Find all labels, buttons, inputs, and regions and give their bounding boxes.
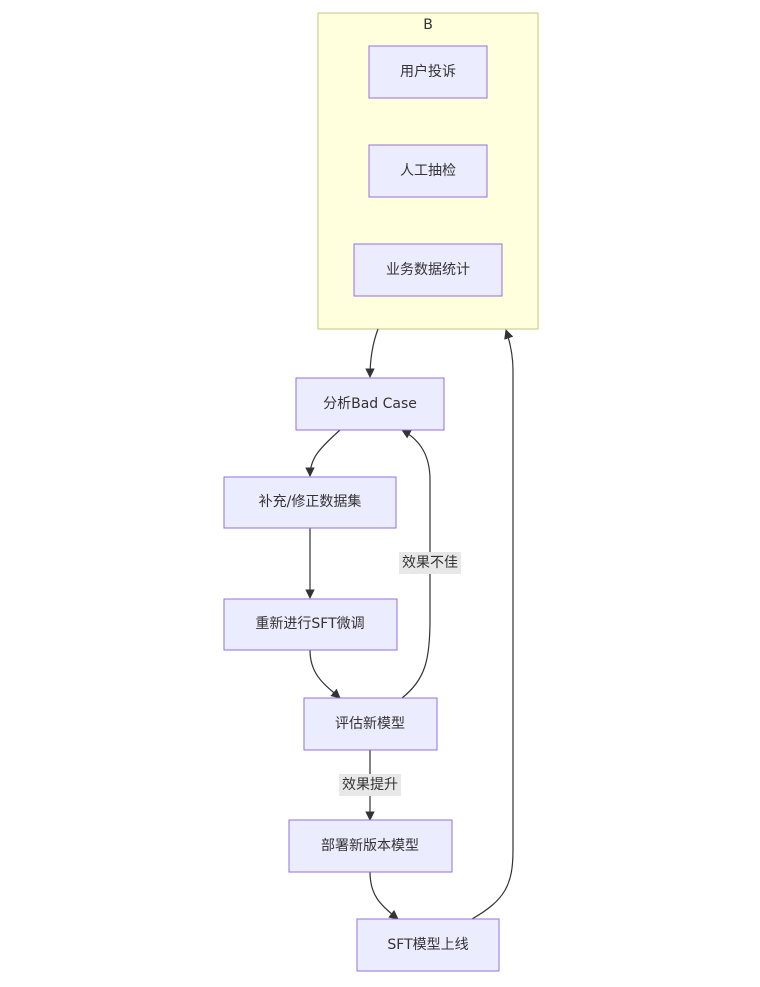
node-manual-inspection[interactable]: 人工抽检	[368, 144, 488, 198]
node-supplement-dataset[interactable]: 补充/修正数据集	[223, 476, 397, 529]
edge-label-not-good: 效果不佳	[399, 552, 461, 574]
node-business-stats[interactable]: 业务数据统计	[353, 243, 503, 297]
edge-deploy-to-online	[369, 871, 399, 920]
node-analyze-bad-case[interactable]: 分析Bad Case	[295, 377, 445, 431]
edge-label-improved: 效果提升	[339, 774, 401, 796]
cluster-title: B	[423, 17, 433, 33]
node-label: 重新进行SFT微调	[255, 616, 364, 632]
edge-finetune-to-evaluate	[309, 649, 341, 699]
node-label: 评估新模型	[335, 716, 405, 732]
node-label: SFT模型上线	[387, 937, 468, 953]
edge-label-text: 效果不佳	[402, 555, 458, 571]
edge-label-text: 效果提升	[342, 777, 398, 793]
node-label: 用户投诉	[400, 63, 456, 80]
node-user-complaint[interactable]: 用户投诉	[368, 45, 488, 99]
node-redo-sft[interactable]: 重新进行SFT微调	[223, 598, 398, 651]
edge-online-to-b	[471, 329, 514, 920]
node-label: 补充/修正数据集	[259, 493, 362, 510]
node-label: 业务数据统计	[386, 262, 470, 278]
node-deploy-model[interactable]: 部署新版本模型	[288, 819, 453, 873]
edge-evaluate-to-analyze	[401, 429, 431, 699]
node-label: 部署新版本模型	[321, 838, 419, 854]
node-sft-online[interactable]: SFT模型上线	[356, 918, 500, 972]
edge-b-to-analyze	[365, 328, 379, 378]
node-label: 分析Bad Case	[323, 396, 417, 412]
edge-analyze-to-dataset	[305, 429, 341, 477]
node-label: 人工抽检	[400, 163, 456, 179]
node-evaluate-model[interactable]: 评估新模型	[303, 697, 438, 751]
